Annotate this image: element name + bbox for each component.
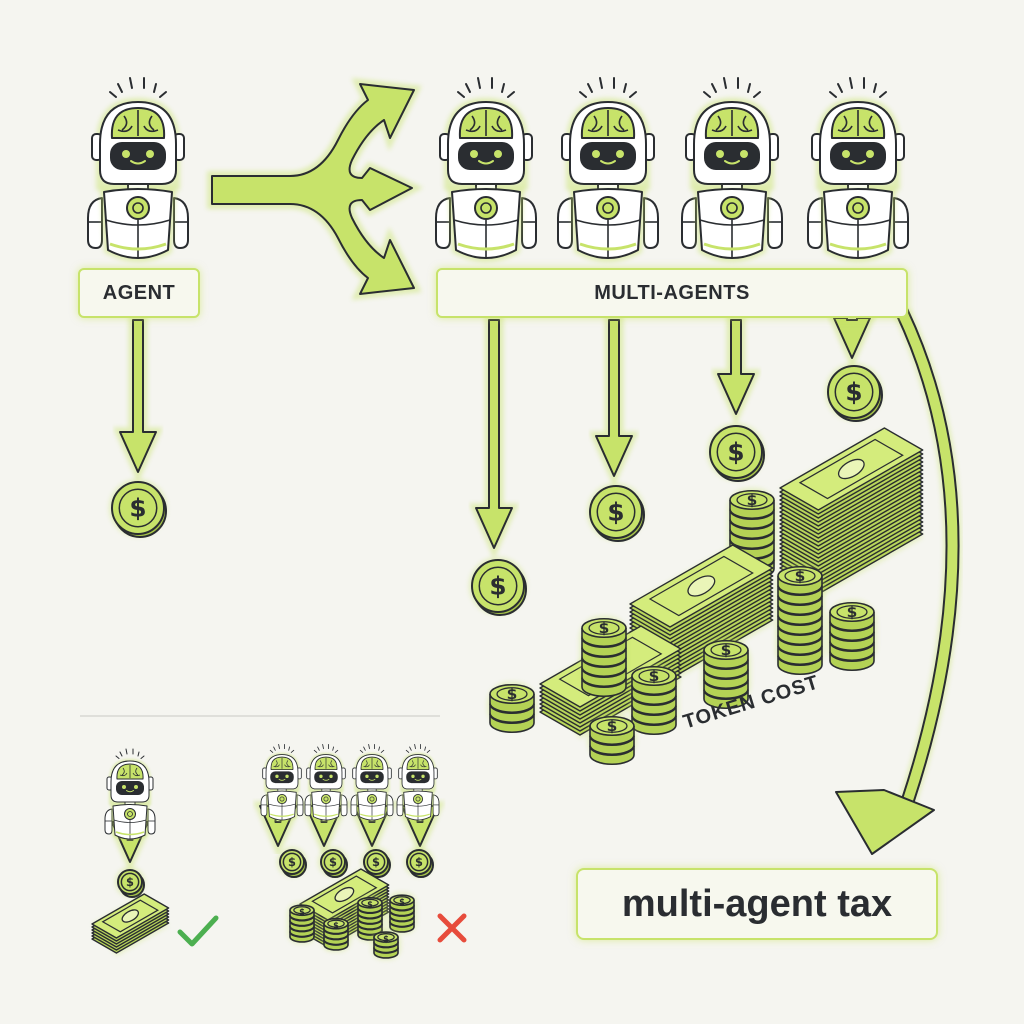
robot-icon	[304, 744, 348, 822]
dollar-coin-icon: $	[404, 847, 434, 878]
svg-text:$: $	[507, 685, 518, 703]
dollar-coin-icon: $	[469, 557, 527, 616]
svg-text:$: $	[415, 855, 423, 869]
check-icon	[177, 915, 219, 947]
robot-icon	[557, 77, 659, 262]
coin-stack-icon: $	[587, 713, 637, 766]
tax-curve-arrow	[835, 305, 962, 855]
svg-text:$: $	[399, 897, 405, 907]
svg-text:$: $	[599, 619, 610, 637]
arrow-icon	[113, 315, 163, 483]
svg-text:$: $	[607, 717, 618, 735]
svg-text:$: $	[795, 567, 806, 585]
svg-text:$: $	[329, 855, 337, 869]
arrow-icon	[469, 315, 519, 559]
coin-stack-icon: $	[827, 599, 877, 672]
robot-icon	[396, 744, 440, 822]
multi-agents-label: MULTI-AGENTS	[436, 268, 908, 318]
coin-stack-icon: $	[387, 892, 417, 935]
dollar-coin-icon: $	[707, 423, 765, 482]
coin-stack-icon: $	[321, 915, 351, 953]
svg-text:$: $	[649, 667, 660, 685]
robot-icon	[435, 77, 537, 262]
svg-text:$: $	[727, 437, 744, 466]
dollar-coin-icon: $	[109, 479, 167, 538]
robot-icon	[260, 744, 304, 822]
svg-text:$: $	[367, 900, 373, 910]
svg-text:$: $	[372, 855, 380, 869]
cash-stack-icon	[91, 893, 170, 956]
robot-icon	[350, 744, 394, 822]
robot-icon	[104, 748, 156, 841]
coin-stack-icon: $	[579, 615, 629, 698]
svg-text:$: $	[383, 934, 389, 944]
dollar-coin-icon: $	[587, 483, 645, 542]
svg-text:$: $	[129, 493, 146, 522]
svg-text:$: $	[721, 641, 732, 659]
money-layer: $ $ $ $ $ $ $ $ $ $ $ $ $ $ $ $ $ $ $ $ $ $ $	[91, 363, 924, 961]
svg-text:$: $	[126, 875, 134, 889]
svg-text:$: $	[607, 497, 624, 526]
coin-stack-icon: $	[287, 902, 317, 945]
agent-label: AGENT	[78, 268, 200, 318]
cash-stack-icon	[779, 427, 924, 598]
svg-text:$: $	[845, 377, 862, 406]
dollar-coin-icon: $	[277, 847, 307, 878]
robot-icon	[807, 77, 909, 262]
coin-stack-icon: $	[487, 681, 537, 734]
arrow-icon	[711, 315, 761, 425]
coin-stack-icon: $	[371, 929, 401, 961]
cross-icon	[437, 913, 467, 943]
svg-text:$: $	[847, 603, 858, 621]
svg-text:$: $	[288, 855, 296, 869]
coin-stack-icon: $	[775, 563, 825, 676]
robot-layer	[87, 77, 909, 841]
split-arrow	[207, 78, 424, 300]
coin-stack-icon: $	[701, 637, 751, 710]
robot-icon	[87, 77, 189, 262]
arrow-icon	[827, 313, 877, 369]
robot-icon	[681, 77, 783, 262]
dollar-coin-icon: $	[115, 867, 145, 898]
marks-layer	[177, 913, 467, 947]
arrow-layer	[105, 78, 962, 873]
svg-text:$: $	[489, 571, 506, 600]
dollar-coin-icon: $	[361, 847, 391, 878]
multi-agent-tax-label: multi-agent tax	[576, 868, 938, 940]
svg-text:$: $	[299, 907, 305, 917]
svg-text:$: $	[333, 921, 339, 931]
arrow-icon	[589, 315, 639, 487]
dollar-coin-icon: $	[825, 363, 883, 422]
svg-text:$: $	[747, 491, 758, 509]
dollar-coin-icon: $	[318, 847, 348, 878]
coin-stack-icon: $	[629, 663, 679, 736]
